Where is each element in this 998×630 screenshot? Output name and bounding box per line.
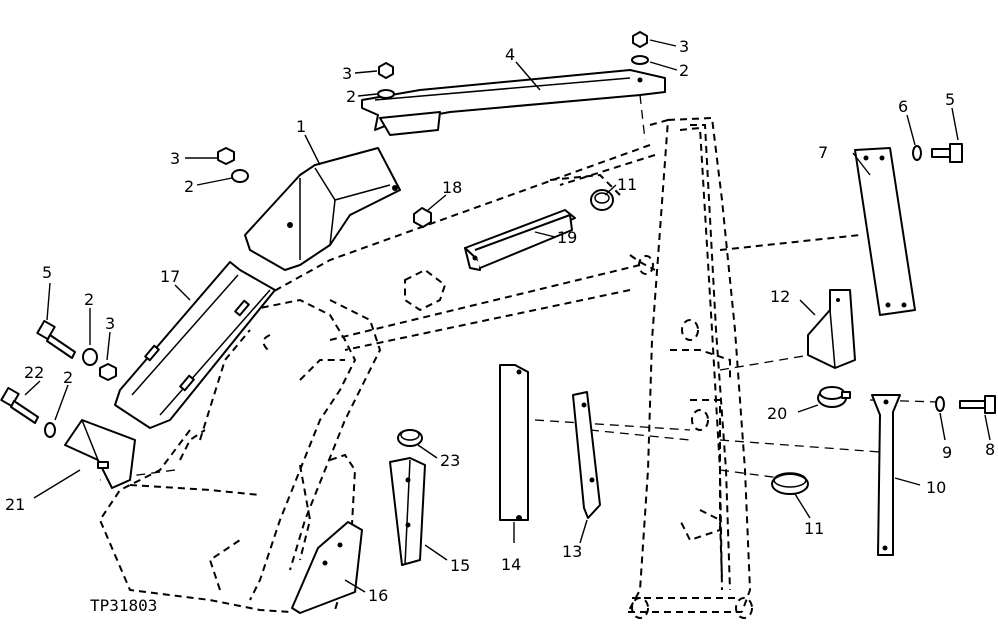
callout-4: 4 (505, 45, 515, 64)
callout-22: 22 (24, 363, 44, 382)
callout-11: 11 (804, 519, 824, 538)
part-11-clamp-lower (771, 472, 809, 495)
callout-16: 16 (368, 586, 388, 605)
callout-3: 3 (679, 37, 689, 56)
callout-12: 12 (770, 287, 790, 306)
part-12-bracket (807, 289, 856, 369)
loader-frame-phantom (98, 116, 861, 619)
leader-lines (24, 39, 991, 593)
callout-2: 2 (184, 177, 194, 196)
callout-3: 3 (342, 64, 352, 83)
callout-2: 2 (84, 290, 94, 309)
figure-id: TP31803 (90, 596, 157, 615)
part-20-clamp (817, 386, 851, 408)
part-23-clamp (397, 429, 423, 447)
callout-17: 17 (160, 267, 180, 286)
part-13-bar (572, 391, 601, 519)
callout-2: 2 (679, 61, 689, 80)
callout-18: 18 (442, 178, 462, 197)
part-7-plate (854, 147, 916, 316)
callout-3: 3 (170, 149, 180, 168)
callout-8: 8 (985, 440, 995, 459)
callout-21: 21 (5, 495, 25, 514)
part-19-channel-bracket (464, 209, 576, 271)
callout-labels: 3 2 4 3 2 1 3 2 18 11 19 17 5 2 3 22 2 2… (5, 37, 995, 615)
callout-2: 2 (346, 87, 356, 106)
callout-13: 13 (562, 542, 582, 561)
part-4-top-strap (361, 69, 666, 136)
part-14-bar (499, 364, 529, 521)
callout-20: 20 (767, 404, 787, 423)
part-21-bracket (64, 419, 136, 489)
callout-6: 6 (898, 97, 908, 116)
callout-5: 5 (945, 90, 955, 109)
callout-14: 14 (501, 555, 521, 574)
callout-5: 5 (42, 263, 52, 282)
part-15-channel (389, 457, 426, 566)
callout-10: 10 (926, 478, 946, 497)
callout-11: 11 (617, 175, 637, 194)
part-11-clamp-upper (590, 189, 614, 211)
hardware (0, 31, 996, 438)
callout-19: 19 (557, 228, 577, 247)
callout-3: 3 (105, 314, 115, 333)
part-17-long-plate (114, 261, 276, 429)
part-10-plate (871, 394, 901, 556)
callout-9: 9 (942, 443, 952, 462)
part-1-upper-bracket (244, 147, 401, 271)
callout-7: 7 (818, 143, 828, 162)
callout-1: 1 (296, 117, 306, 136)
callout-15: 15 (450, 556, 470, 575)
callout-23: 23 (440, 451, 460, 470)
callout-2: 2 (63, 368, 73, 387)
part-16-plate (291, 521, 363, 614)
